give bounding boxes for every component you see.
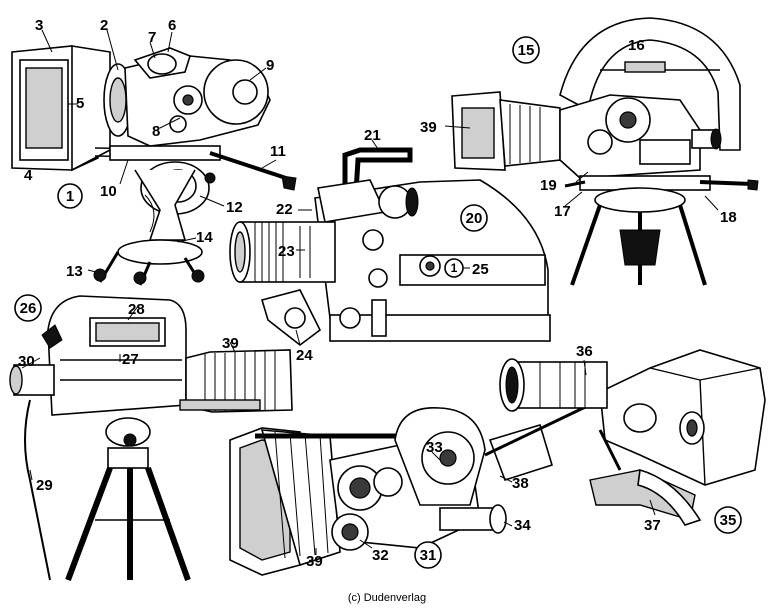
- label-39-c: 39: [306, 553, 323, 570]
- label-39-a: 39: [420, 119, 437, 136]
- label-27: 27: [122, 351, 139, 368]
- camera-26: [9, 295, 293, 582]
- camera-35: [499, 349, 766, 526]
- camera-1: [11, 29, 297, 286]
- label-37: 37: [644, 517, 661, 534]
- label-28: 28: [128, 301, 145, 318]
- label-29: 29: [36, 477, 53, 494]
- label-33: 33: [426, 439, 443, 456]
- label-19: 19: [540, 177, 557, 194]
- svg-text:26: 26: [20, 300, 37, 317]
- label-34: 34: [514, 517, 531, 534]
- label-24: 24: [296, 347, 313, 364]
- label-22: 22: [276, 201, 293, 218]
- figure-number-20: 20: [460, 204, 488, 232]
- label-2: 2: [100, 17, 108, 34]
- figure-number-26: 26: [14, 294, 42, 322]
- camera-20: [229, 139, 551, 347]
- figure-number-35: 35: [714, 506, 742, 534]
- label-5: 5: [76, 95, 84, 112]
- camera-31: [229, 398, 601, 576]
- label-7: 7: [148, 29, 156, 46]
- part-labels: 3 2 6 7 9 5 8 4 10 11 12 14 13 16 39 19 …: [18, 17, 737, 570]
- svg-text:1: 1: [451, 261, 458, 275]
- svg-text:15: 15: [518, 42, 535, 59]
- label-14: 14: [196, 229, 213, 246]
- label-12: 12: [226, 199, 243, 216]
- copyright-credit: (c) Dudenverlag: [347, 592, 427, 604]
- label-8: 8: [152, 123, 160, 140]
- label-9: 9: [266, 57, 274, 74]
- label-32: 32: [372, 547, 389, 564]
- label-21: 21: [364, 127, 381, 144]
- label-36: 36: [576, 343, 593, 360]
- label-17: 17: [554, 203, 571, 220]
- label-11: 11: [270, 143, 286, 160]
- label-25: 25: [472, 261, 489, 278]
- figure-number-31: 31: [414, 541, 442, 569]
- svg-text:31: 31: [420, 547, 437, 564]
- label-39-b: 39: [222, 335, 239, 352]
- figure-numbers: 1 15 20 26 31 35 1: [14, 36, 742, 569]
- label-10: 10: [100, 183, 117, 200]
- svg-text:1: 1: [66, 188, 74, 205]
- figure-number-15: 15: [512, 36, 540, 64]
- label-16: 16: [628, 37, 645, 54]
- label-30: 30: [18, 353, 35, 370]
- label-6: 6: [168, 17, 176, 34]
- label-3: 3: [35, 17, 43, 34]
- svg-text:20: 20: [466, 210, 483, 227]
- label-13: 13: [66, 263, 83, 280]
- figure-number-1: 1: [57, 183, 83, 209]
- label-38: 38: [512, 475, 529, 492]
- label-4: 4: [24, 167, 33, 184]
- badge-25: 1: [444, 258, 464, 278]
- svg-text:35: 35: [720, 512, 737, 529]
- camera-15: [444, 17, 759, 286]
- label-18: 18: [720, 209, 737, 226]
- label-23: 23: [278, 243, 295, 260]
